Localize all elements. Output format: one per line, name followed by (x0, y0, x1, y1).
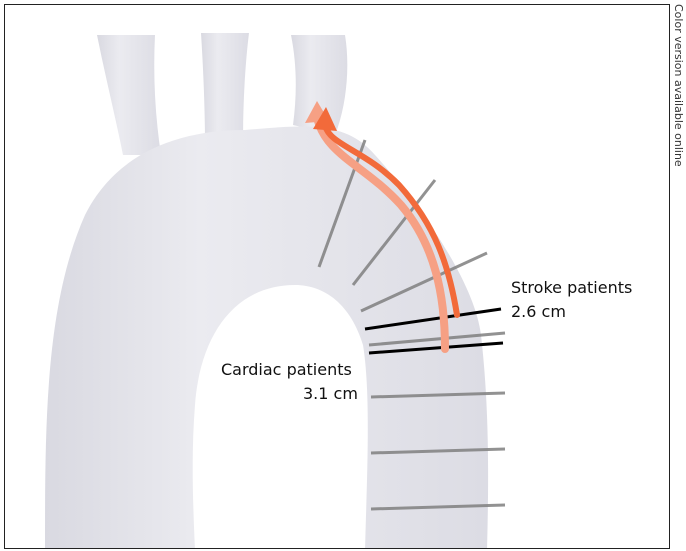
color-version-note: Color version available online (672, 4, 685, 167)
cardiac-value-label: 3.1 cm (303, 383, 358, 405)
stroke-value-label: 2.6 cm (511, 301, 566, 323)
cardiac-patients-label: Cardiac patients (221, 359, 352, 381)
branch-vessel-left (97, 35, 161, 155)
aortic-arch (45, 126, 488, 549)
aortic-arch-figure: Stroke patients 2.6 cm Cardiac patients … (4, 4, 670, 549)
branch-vessel-middle (201, 33, 249, 145)
stroke-patients-label: Stroke patients (511, 277, 632, 299)
side-note-area: Color version available online (672, 0, 686, 551)
